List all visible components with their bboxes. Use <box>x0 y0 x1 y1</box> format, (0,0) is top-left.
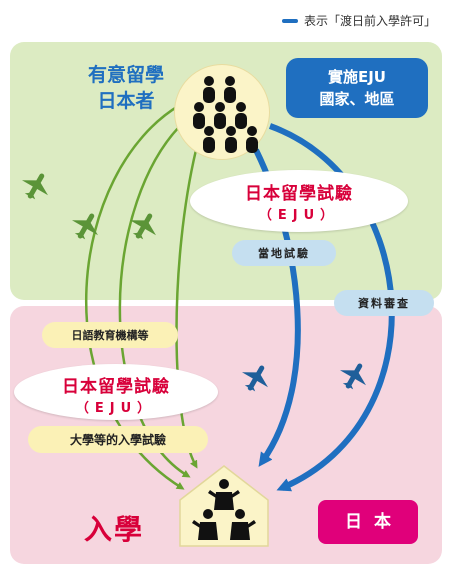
eju-exam-japan: 日本留學試驗 （EJU） <box>14 364 218 420</box>
origin-line-2: 日本者 <box>97 90 155 112</box>
eju-countries-line-1: 實施EJU <box>327 68 386 86</box>
eju-countries-line-2: 國家、地區 <box>319 90 395 108</box>
people-group-icon <box>193 76 258 153</box>
eju-subtitle: （EJU） <box>75 401 157 416</box>
admission-label: 入學 <box>84 513 145 546</box>
airplane-icon <box>340 363 366 390</box>
eju-title: 日本留學試驗 <box>62 377 170 397</box>
school-building <box>176 462 272 548</box>
university-exam-badge: 大學等的入學試驗 <box>28 426 208 453</box>
japanese-school-badge: 日語教育機構等 <box>42 322 178 348</box>
prospective-students-label: 有意留學 日本者 <box>76 62 176 114</box>
japan-box: 日本 <box>318 500 418 544</box>
eju-exam-overseas: 日本留學試驗 （EJU） <box>190 170 408 232</box>
legend: 表示「渡日前入學許可」 <box>281 12 436 29</box>
airplane-icon <box>242 365 268 392</box>
eju-title: 日本留學試驗 <box>245 184 353 204</box>
document-review-badge: 資料審查 <box>334 290 434 316</box>
origin-line-1: 有意留學 <box>87 64 164 86</box>
airplane-icon <box>22 173 48 200</box>
legend-text: 表示「渡日前入學許可」 <box>303 14 436 28</box>
eju-countries-box: 實施EJU 國家、地區 <box>286 58 428 118</box>
eju-subtitle: （EJU） <box>258 208 340 223</box>
school-house-icon <box>179 465 269 547</box>
prospective-students-group <box>174 64 270 160</box>
local-exam-badge: 當地試驗 <box>232 240 336 266</box>
legend-blue-line-icon <box>281 18 298 23</box>
